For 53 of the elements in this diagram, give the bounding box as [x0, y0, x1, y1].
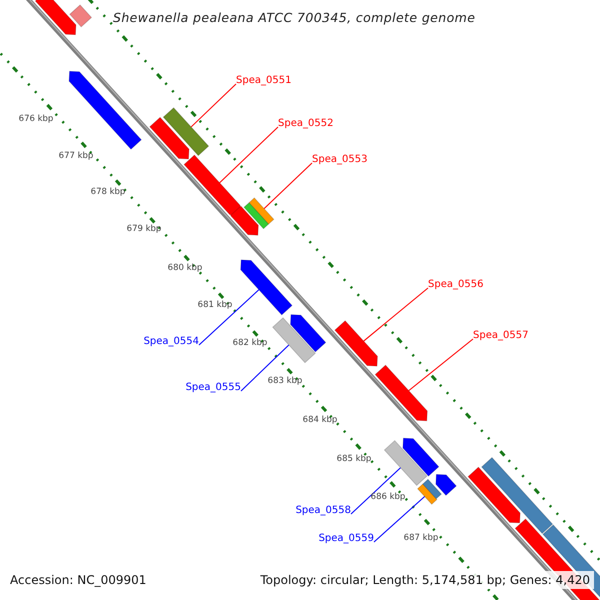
leader-line: [408, 338, 474, 392]
gene-label: Spea_0551: [236, 75, 292, 87]
gene-bar: [34, 0, 76, 36]
gene-bar: [68, 70, 142, 150]
leader-line: [190, 84, 236, 128]
gene-label: Spea_0558: [296, 505, 351, 517]
scale-label: 679 kbp: [126, 224, 162, 234]
scale-label: 683 kbp: [268, 376, 302, 386]
gene-bar: [272, 317, 316, 364]
info-text: Accession: NC_009901: [9, 572, 148, 589]
leader-line: [198, 289, 260, 346]
gene-bar: [481, 456, 554, 534]
gene-label: Spea_0555: [186, 382, 241, 394]
gene-label: Spea_0554: [144, 336, 199, 348]
gene-bar: [417, 483, 438, 505]
scale-label: 684 kbp: [302, 415, 338, 425]
gene-bar: [248, 197, 274, 225]
leader-line: [219, 126, 278, 184]
scale-label: 680 kbp: [168, 263, 202, 273]
scale-label: 685 kbp: [336, 454, 372, 464]
gene-bar: [334, 320, 378, 367]
gene-bar: [230, 206, 259, 236]
scale-label: 677 kbp: [58, 151, 94, 161]
scale-label: 686 kbp: [370, 492, 406, 502]
gene-bar: [184, 154, 241, 216]
scale-label: 676 kbp: [18, 114, 54, 124]
gene-bar: [240, 259, 293, 316]
leader-line: [264, 162, 312, 210]
gene-label: Spea_0559: [318, 533, 374, 545]
gene-label: Spea_0557: [473, 330, 528, 342]
gene-label: Spea_0556: [428, 279, 484, 291]
gene-bar: [290, 314, 326, 352]
gene-label: Spea_0553: [312, 154, 368, 166]
gene-bar: [435, 474, 457, 496]
scale-label: 687 kbp: [404, 533, 438, 543]
gene-bar: [374, 364, 428, 422]
gene-bar: [149, 116, 190, 160]
gene-bar: [402, 438, 440, 477]
leader-line: [240, 344, 290, 392]
scale-label: 681 kbp: [198, 300, 232, 310]
gene-bar: [69, 4, 92, 28]
scale-label: 682 kbp: [232, 338, 268, 348]
leader-line: [350, 467, 402, 514]
gene-bar: [243, 202, 270, 230]
scale-label: 678 kbp: [90, 187, 126, 197]
gene-bar: [384, 440, 428, 486]
gene-bar: [162, 107, 210, 156]
leader-line: [374, 496, 426, 542]
title: Shewanella pealeana ATCC 700345, complete genome: [113, 10, 476, 25]
leader-line: [363, 288, 428, 342]
gene-label: Spea_0552: [278, 118, 334, 130]
gene-bar: [468, 466, 521, 524]
gene-bar: [422, 478, 442, 500]
